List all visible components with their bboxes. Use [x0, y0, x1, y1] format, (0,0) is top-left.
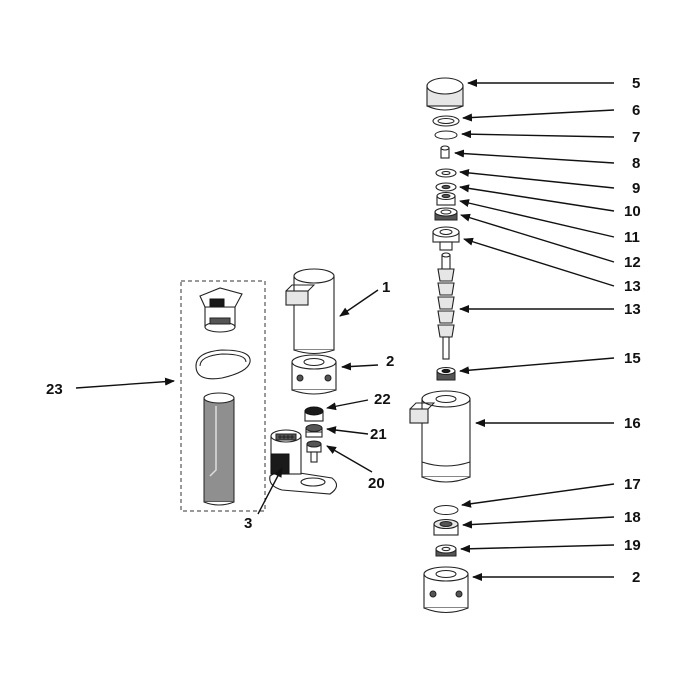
callout-8: 8: [632, 155, 640, 172]
part-1-upper-body: [285, 268, 335, 355]
arrow-8: [454, 149, 615, 164]
part-2-middle-bushing: [291, 354, 337, 395]
callout-5: 5: [632, 75, 640, 92]
arrow-23: [75, 377, 175, 389]
callout-10: 10: [624, 203, 641, 220]
arrow-19: [460, 544, 615, 553]
arrow-1: [339, 289, 379, 317]
arrow-21: [326, 426, 369, 435]
callout-17: 17: [624, 476, 641, 493]
callout-13-shaft: 13: [624, 301, 641, 318]
part-17-o-ring: [433, 505, 459, 515]
part-12-seal: [434, 207, 458, 221]
arrow-18: [462, 516, 615, 529]
arrow-17: [461, 483, 615, 508]
callout-19: 19: [624, 537, 641, 554]
callout-23: 23: [46, 381, 63, 398]
callout-21: 21: [370, 426, 387, 443]
part-13-flange: [432, 226, 460, 251]
callout-12: 12: [624, 254, 641, 271]
callout-16: 16: [624, 415, 641, 432]
arrow-3: [257, 467, 283, 515]
arrow-7: [461, 130, 615, 139]
part-16-housing: [409, 390, 471, 483]
part-11-bearing: [436, 191, 456, 206]
arrow-15: [459, 357, 615, 375]
part-6-ring: [432, 115, 460, 127]
part-3-motor-base: [269, 429, 338, 495]
callout-22: 22: [374, 391, 391, 408]
callout-11: 11: [624, 229, 640, 246]
part-9-washer: [435, 168, 457, 178]
callout-9: 9: [632, 180, 640, 197]
part-15-collar: [436, 366, 456, 381]
arrow-11: [459, 199, 615, 238]
arrow-13a: [463, 237, 615, 287]
callout-1: 1: [382, 279, 390, 296]
arrow-22: [326, 399, 369, 411]
part-21-gear: [305, 424, 323, 438]
arrow-10: [459, 184, 615, 212]
part-22-coupler: [304, 406, 324, 422]
part-10-bearing: [435, 182, 457, 192]
part-8-screw: [440, 145, 450, 159]
callout-7: 7: [632, 129, 640, 146]
arrow-12: [460, 213, 615, 263]
callout-15: 15: [624, 350, 641, 367]
part-18-bearing-cup: [433, 518, 459, 536]
callout-3: 3: [244, 515, 252, 532]
part-19-washer: [435, 544, 457, 557]
callout-20: 20: [368, 475, 385, 492]
part-13-shaft: [437, 252, 455, 360]
part-7-clip-ring: [434, 130, 458, 140]
arrow-2a: [341, 362, 379, 371]
arrow-6: [462, 109, 615, 122]
callout-13-flange: 13: [624, 278, 641, 295]
callout-18: 18: [624, 509, 641, 526]
part-23-kit: [180, 280, 266, 512]
part-20-pinion: [306, 440, 322, 463]
callout-2-base: 2: [632, 569, 640, 586]
part-5-cap: [426, 77, 464, 111]
arrow-20: [326, 445, 373, 473]
callout-2-middle: 2: [386, 353, 394, 370]
arrow-9: [459, 168, 615, 189]
part-2-base-bushing: [423, 566, 469, 614]
callout-6: 6: [632, 102, 640, 119]
